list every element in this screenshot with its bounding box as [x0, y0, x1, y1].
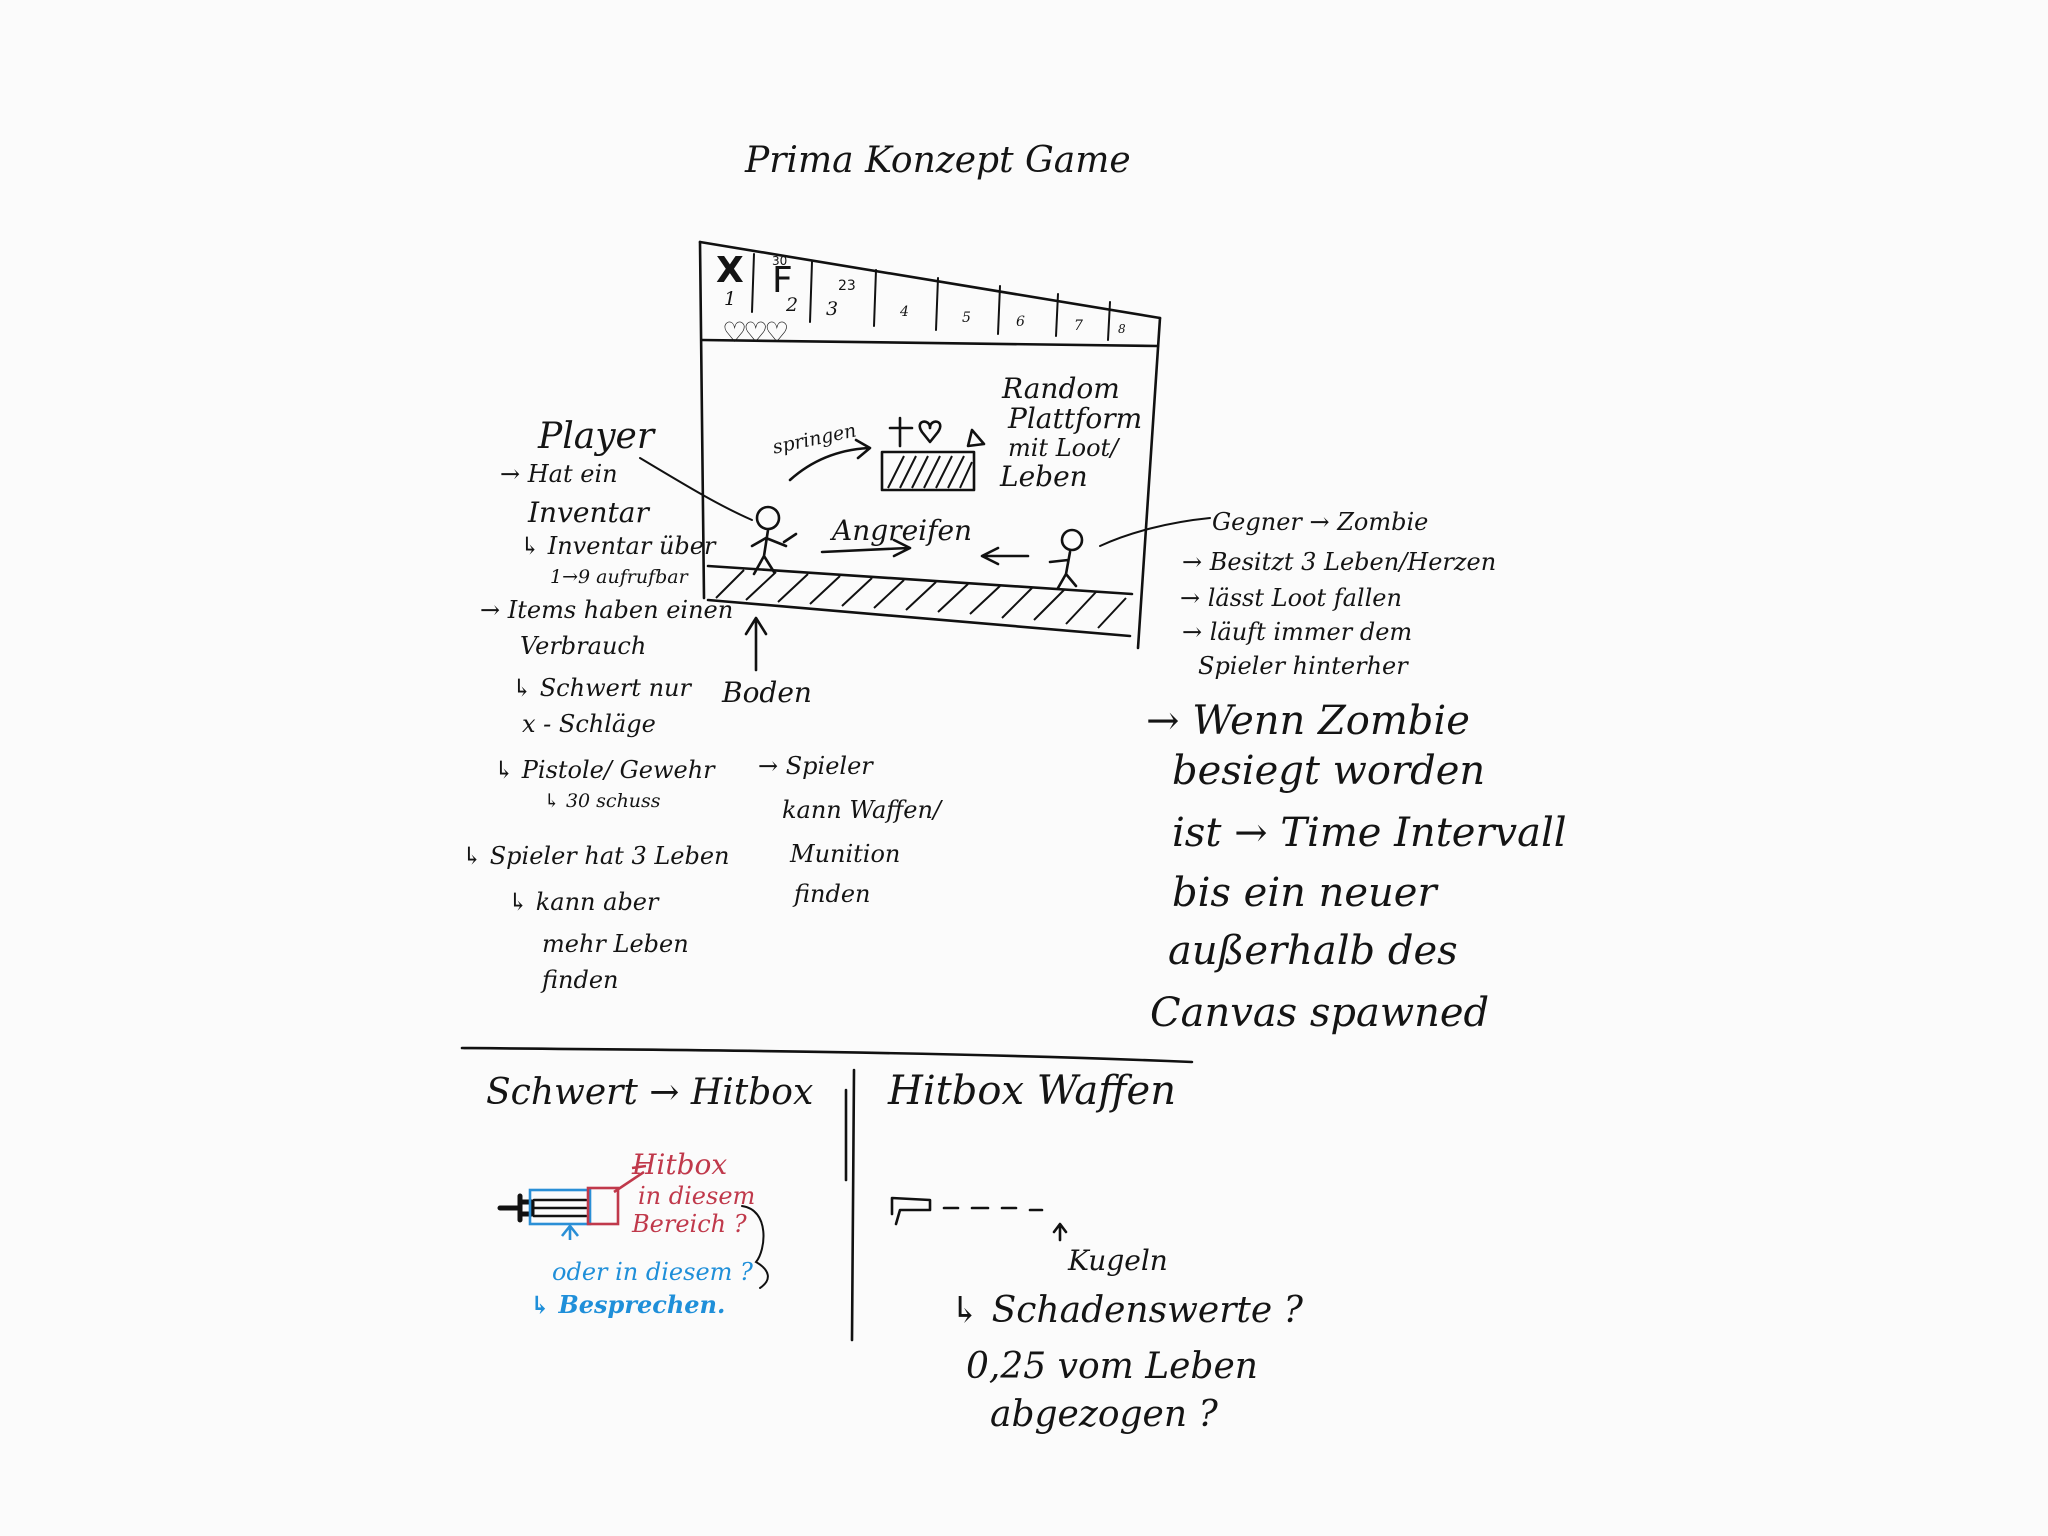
bullets-label: Kugeln [1068, 1244, 1168, 1277]
hud-hearts: ♡♡♡ [722, 316, 789, 349]
sword-drawing [497, 1164, 769, 1289]
weapon-section-heading: Hitbox Waffen [888, 1068, 1176, 1114]
page-title: Prima Konzept Game [745, 140, 1131, 181]
player-note-2: Inventar [528, 496, 649, 529]
hud-slot-1: X [716, 250, 744, 291]
hud-slot-number-7: 7 [1074, 318, 1083, 334]
player-note-6: Verbrauch [520, 632, 647, 660]
weapons-note-3: Munition [790, 840, 901, 868]
player-note-13: mehr Leben [542, 930, 689, 958]
game-window-frame [698, 240, 1162, 650]
player-heading: Player [538, 416, 655, 457]
player-note-8: x - Schläge [522, 710, 656, 738]
hud-slot-number-3: 3 [826, 298, 839, 320]
hud-slot-number-5: 5 [962, 310, 971, 326]
hud-slot-3: 23 [838, 278, 856, 294]
hud-slot-dividers [751, 253, 1111, 341]
sword-red-note-1: Hitbox [632, 1148, 728, 1181]
ground-label: Boden [722, 676, 812, 709]
weapons-note-4: finden [794, 880, 871, 908]
platform-label-line-3: mit Loot/ [1008, 434, 1119, 462]
enemy-note-2: → lässt Loot fallen [1180, 584, 1402, 612]
hud-slot-2-sup: 30 [772, 254, 788, 268]
sword-blue-note-2: ↳ Besprechen. [530, 1290, 726, 1319]
sword-red-note-2: in diesem [638, 1182, 756, 1210]
spawn-note-3: ist → Time Intervall [1172, 810, 1567, 856]
section-divider-vertical [850, 1068, 856, 1342]
attack-label: Angreifen [832, 514, 973, 547]
ground-pointer [744, 616, 768, 672]
ground [706, 564, 1134, 638]
weapon-note-1: ↳ Schadenswerte ? [950, 1290, 1303, 1331]
section-divider-horizontal [460, 1046, 1194, 1064]
player-note-1: → Hat ein [500, 460, 618, 488]
spawn-note-2: besiegt worden [1172, 748, 1486, 794]
spawn-note-6: Canvas spawned [1150, 990, 1490, 1036]
platform-label-line-2: Plattform [1008, 402, 1143, 435]
weapons-note-2: kann Waffen/ [782, 796, 942, 824]
hud-slot-number-2: 2 [786, 294, 799, 316]
player-note-12: ↳ kann aber [508, 888, 659, 916]
player-note-10: ↳ 30 schuss [544, 790, 661, 812]
platform-label-line-1: Random [1002, 372, 1120, 405]
player-note-7: ↳ Schwert nur [512, 674, 691, 702]
player-note-9: ↳ Pistole/ Gewehr [494, 756, 715, 784]
spawn-note-5: außerhalb des [1168, 928, 1458, 974]
weapons-note-1: → Spieler [758, 752, 873, 780]
pistol-drawing [890, 1196, 1068, 1242]
sword-section-heading: Schwert → Hitbox [486, 1072, 814, 1113]
player-note-3: ↳ Inventar über [520, 532, 716, 560]
hud-slot-number-8: 8 [1118, 322, 1126, 336]
jump-arrow [788, 438, 872, 482]
hud-slot-number-4: 4 [900, 304, 909, 320]
enemy-note-3: → läuft immer dem [1182, 618, 1413, 646]
player-note-4: 1→9 aufrufbar [550, 566, 688, 588]
hud-slot-2: F [772, 260, 793, 301]
player-note-5: → Items haben einen [480, 596, 734, 624]
player-figure [750, 505, 798, 576]
enemy-heading: Gegner → Zombie [1212, 508, 1429, 536]
enemy-note-1: → Besitzt 3 Leben/Herzen [1182, 548, 1497, 576]
player-note-14: finden [542, 966, 619, 994]
platform-label-line-4: Leben [1000, 460, 1088, 493]
hud-slot-number-6: 6 [1016, 314, 1025, 330]
hud-slot-number-1: 1 [724, 288, 737, 310]
player-pointer [639, 457, 753, 521]
player-note-11: ↳ Spieler hat 3 Leben [462, 842, 730, 870]
sword-blue-note-1: oder in diesem ? [552, 1258, 753, 1286]
zombie-figure [1048, 528, 1084, 590]
weapon-note-2: 0,25 vom Leben [966, 1346, 1258, 1387]
enemy-note-4: Spieler hinterher [1198, 652, 1408, 680]
enemy-pointer [1099, 517, 1211, 547]
zombie-arrow [980, 546, 1030, 566]
spawn-note-1: → Wenn Zombie [1146, 698, 1470, 744]
attack-arrow [820, 538, 912, 558]
random-platform [880, 416, 986, 492]
spawn-note-4: bis ein neuer [1172, 870, 1437, 916]
sword-red-note-3: Bereich ? [632, 1210, 747, 1238]
weapon-note-3: abgezogen ? [990, 1394, 1218, 1435]
